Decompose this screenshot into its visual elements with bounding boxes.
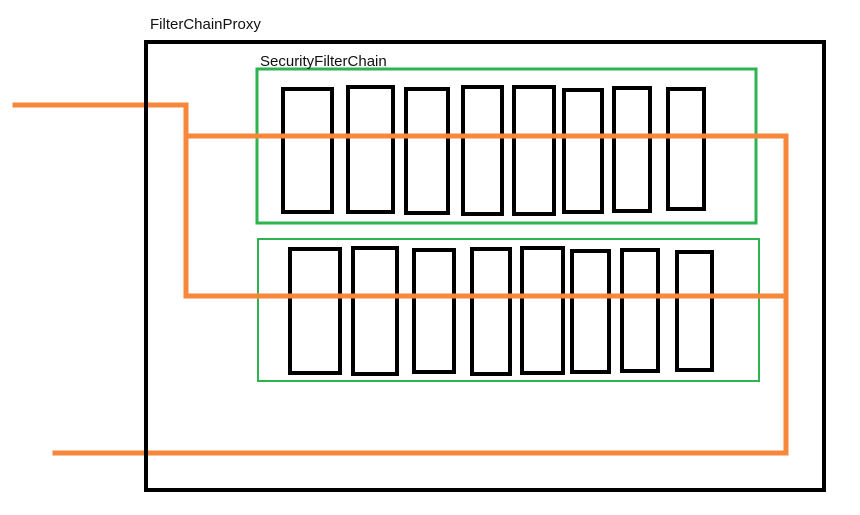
filter-box-2-5 — [520, 246, 565, 375]
filter-box-2-3 — [412, 248, 456, 374]
filter-box-1-3 — [404, 87, 450, 215]
filter-box-1-5 — [512, 85, 556, 216]
filter-box-1-2 — [346, 85, 395, 214]
filter-chain-proxy-label: FilterChainProxy — [150, 16, 261, 33]
filter-box-2-2 — [351, 246, 399, 376]
filter-box-1-7 — [612, 86, 652, 213]
filter-box-1-1 — [281, 87, 334, 214]
filter-box-2-6 — [570, 249, 611, 374]
filter-box-2-8 — [675, 250, 714, 372]
security-filter-chain-box-2 — [257, 238, 760, 382]
filter-chain-proxy-box — [144, 40, 826, 492]
filter-box-2-1 — [288, 247, 342, 375]
filter-box-1-4 — [461, 85, 504, 216]
filter-box-2-4 — [470, 247, 512, 376]
security-filter-chain-box-1 — [255, 67, 758, 225]
security-filter-chain-label: SecurityFilterChain — [260, 53, 387, 70]
filter-box-2-7 — [620, 248, 660, 373]
filter-box-1-8 — [666, 87, 706, 211]
filter-box-1-6 — [562, 88, 604, 214]
